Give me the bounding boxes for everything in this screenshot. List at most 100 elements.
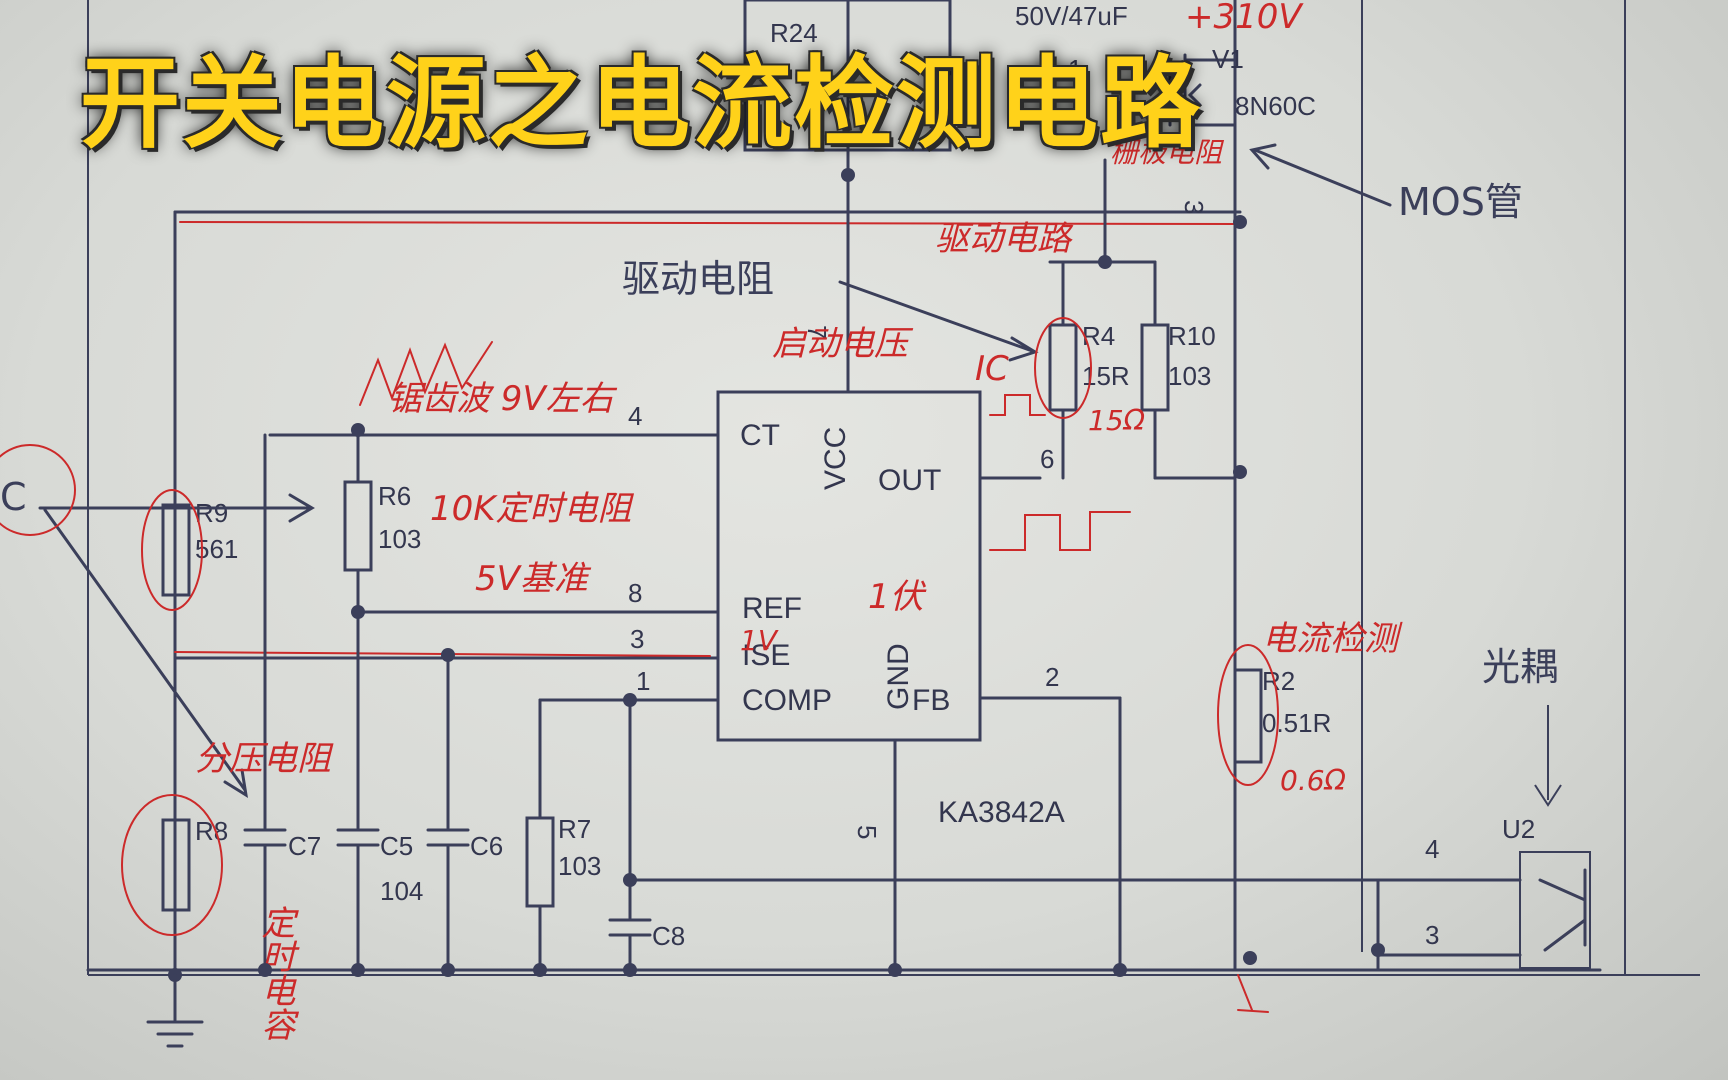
left-arrow-head	[288, 493, 315, 523]
r8-circle	[121, 794, 223, 936]
resistor-r6	[343, 480, 373, 572]
r9-ref: R9	[195, 498, 228, 528]
opto-label: 光耦	[1482, 645, 1558, 689]
r10-value: 103	[1168, 361, 1211, 391]
note-current-detect: 电流检测	[1262, 619, 1403, 659]
note-timing-resistor: 10K定时电阻	[430, 489, 635, 529]
mos-label: MOS管	[1398, 180, 1523, 224]
ground-mark-right-bar	[1237, 1009, 1269, 1013]
junction-dot	[351, 423, 365, 437]
junction-dot	[533, 963, 547, 977]
sawtooth-sketch	[359, 341, 493, 406]
mos-body-arrow	[1187, 83, 1202, 107]
junction-dot	[623, 693, 637, 707]
pin-number-3: 3	[630, 624, 644, 654]
top-rail-red-trace	[179, 221, 1241, 225]
pin-number-5: 5	[852, 825, 882, 839]
pin-label-vcc: VCC	[819, 427, 852, 490]
pin-label-fb: FB	[912, 684, 950, 717]
pin-label-ise: ISE	[742, 639, 790, 672]
r2-circle	[1217, 644, 1279, 786]
ic-ka3842a-body	[716, 390, 982, 742]
note-one-volt: 1伏	[868, 577, 927, 617]
r9-circle	[141, 489, 203, 611]
resistor-r4	[1048, 323, 1078, 412]
r4-circle	[1034, 317, 1092, 419]
drive-arrow-shaft	[838, 280, 1037, 354]
resistor-r8	[161, 818, 191, 912]
c7-label: C7	[288, 831, 321, 861]
r24-label: R24	[770, 18, 818, 48]
drive-resistor-label: 驱动电阻	[622, 257, 774, 301]
opto-arrow-head	[1534, 784, 1562, 807]
pin-label-gnd: GND	[882, 643, 915, 710]
mos-arrow-shaft	[1253, 148, 1392, 207]
pin-number-2: 2	[1045, 662, 1059, 692]
resistor-r7	[525, 816, 555, 908]
r6-ref: R6	[378, 481, 411, 511]
pin-number-4: 4	[628, 401, 642, 431]
junction-dot	[841, 168, 855, 182]
junction-dot	[623, 873, 637, 887]
c5-value: 104	[380, 876, 423, 906]
r10-ref: R10	[1168, 321, 1216, 351]
opto-ref: U2	[1502, 814, 1535, 844]
c6-label: C6	[470, 831, 503, 861]
c8-label: C8	[652, 921, 685, 951]
pin-label-ref: REF	[742, 592, 802, 625]
r2-ref: R2	[1262, 666, 1295, 696]
pulse-sketch-2	[989, 511, 1131, 551]
note-sawtooth: 锯齿波 9V左右	[388, 379, 618, 419]
note-divider: 分压电阻	[195, 739, 334, 779]
pin-number-6: 6	[1040, 444, 1054, 474]
junction-dot	[1243, 951, 1257, 965]
note-gate-resistor: 栅极电阻	[1110, 136, 1225, 169]
pulse-sketch-1	[989, 394, 1046, 416]
note-drive-circuit: 驱动电路	[935, 219, 1074, 259]
opto-pin4: 4	[1425, 834, 1439, 864]
junction-dot	[441, 648, 455, 662]
junction-dot	[258, 963, 272, 977]
pin-label-comp: COMP	[742, 684, 832, 717]
ground-mark-right	[1237, 974, 1253, 1011]
resistor-r2	[1233, 668, 1263, 764]
r4-ref: R4	[1082, 321, 1115, 351]
top-cap-value: 50V/47uF	[1015, 1, 1128, 31]
note-startup-voltage: 启动电压	[772, 324, 914, 364]
note-1v: 1V	[740, 624, 779, 657]
r7-ref: R7	[558, 814, 591, 844]
pin-label-ct: CT	[740, 419, 780, 452]
junction-dot	[1371, 943, 1385, 957]
opto-emitter	[1543, 918, 1587, 952]
resistor-r24-box	[743, 0, 952, 152]
side-c-label: C	[0, 475, 27, 519]
mos-arrow-head	[1249, 143, 1277, 170]
c5-label: C5	[380, 831, 413, 861]
resistor-r9	[161, 503, 191, 597]
note-ref-5v: 5V基准	[475, 559, 592, 599]
resistor-r10	[1140, 323, 1170, 412]
drive-arrow-head	[1008, 336, 1039, 362]
mos-pin3: 3	[1179, 200, 1209, 214]
junction-dot	[1233, 215, 1247, 229]
r7-value: 103	[558, 851, 601, 881]
page-title: 开关电源之电流检测电路	[80, 45, 1202, 162]
note-ohm-06: 0.6Ω	[1280, 764, 1347, 797]
pin-number-8: 8	[628, 578, 642, 608]
junction-dot	[441, 963, 455, 977]
pin-number-7: 7	[802, 325, 832, 339]
junction-dot	[351, 605, 365, 619]
junction-dot	[888, 963, 902, 977]
opto-pin3: 3	[1425, 920, 1439, 950]
top-pin1: 1	[1068, 54, 1082, 84]
mos-ref: V1	[1212, 44, 1244, 74]
junction-dot	[1113, 963, 1127, 977]
note-ic: IC	[975, 349, 1009, 389]
diag-arrow-shaft	[43, 508, 247, 792]
pin-number-1: 1	[636, 666, 650, 696]
r6-value: 103	[378, 524, 421, 554]
pin-label-out: OUT	[878, 464, 941, 497]
mos-part: 8N60C	[1235, 91, 1316, 121]
